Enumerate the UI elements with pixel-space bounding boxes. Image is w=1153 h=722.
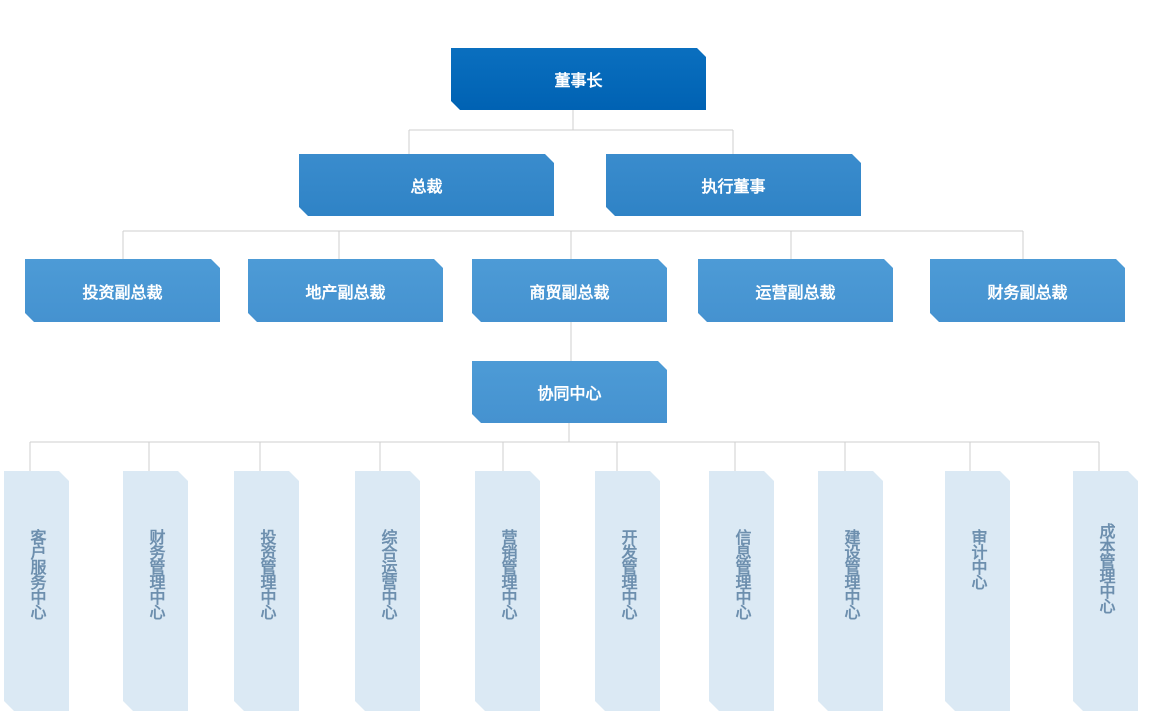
center-investment-label: 投资管理中心 xyxy=(257,529,277,619)
vp-real-estate-box: 地产副总裁 xyxy=(248,259,443,322)
coordination-center-label: 协同中心 xyxy=(537,384,602,403)
center-finance-box: 财务管理中心 xyxy=(123,471,188,711)
center-investment-box: 投资管理中心 xyxy=(234,471,299,711)
center-audit-box: 审计中心 xyxy=(945,471,1010,711)
center-customer-service-box: 客户服务中心 xyxy=(4,471,69,711)
vp-investment-box: 投资副总裁 xyxy=(25,259,220,322)
vp-real-estate-label: 地产副总裁 xyxy=(305,282,386,302)
center-cost-box: 成本管理中心 xyxy=(1073,471,1138,711)
center-operations-label: 综合运营中心 xyxy=(378,529,398,619)
vp-operations-label: 运营副总裁 xyxy=(755,282,836,302)
center-development-label: 开发管理中心 xyxy=(618,529,638,619)
center-cost-label: 成本管理中心 xyxy=(1096,523,1116,613)
center-customer-service-label: 客户服务中心 xyxy=(27,529,47,619)
center-information-box: 信息管理中心 xyxy=(709,471,774,711)
vp-investment-label: 投资副总裁 xyxy=(82,282,163,302)
center-construction-label: 建设管理中心 xyxy=(841,529,861,619)
vp-operations-box: 运营副总裁 xyxy=(698,259,893,322)
chairman-label: 董事长 xyxy=(554,71,603,90)
president-box: 总裁 xyxy=(299,154,554,216)
center-marketing-label: 营销管理中心 xyxy=(498,529,518,619)
center-audit-label: 审计中心 xyxy=(968,529,988,589)
executive-director-box: 执行董事 xyxy=(606,154,861,216)
center-finance-label: 财务管理中心 xyxy=(146,529,166,619)
vp-commerce-box: 商贸副总裁 xyxy=(472,259,667,322)
president-label: 总裁 xyxy=(410,177,443,196)
center-marketing-box: 营销管理中心 xyxy=(475,471,540,711)
vp-finance-label: 财务副总裁 xyxy=(987,282,1068,302)
center-operations-box: 综合运营中心 xyxy=(355,471,420,711)
coordination-center-box: 协同中心 xyxy=(472,361,667,423)
vp-commerce-label: 商贸副总裁 xyxy=(529,282,610,302)
center-information-label: 信息管理中心 xyxy=(732,529,752,619)
center-construction-box: 建设管理中心 xyxy=(818,471,883,711)
executive-director-label: 执行董事 xyxy=(701,177,766,196)
chairman-box: 董事长 xyxy=(451,48,706,110)
vp-finance-box: 财务副总裁 xyxy=(930,259,1125,322)
center-development-box: 开发管理中心 xyxy=(595,471,660,711)
